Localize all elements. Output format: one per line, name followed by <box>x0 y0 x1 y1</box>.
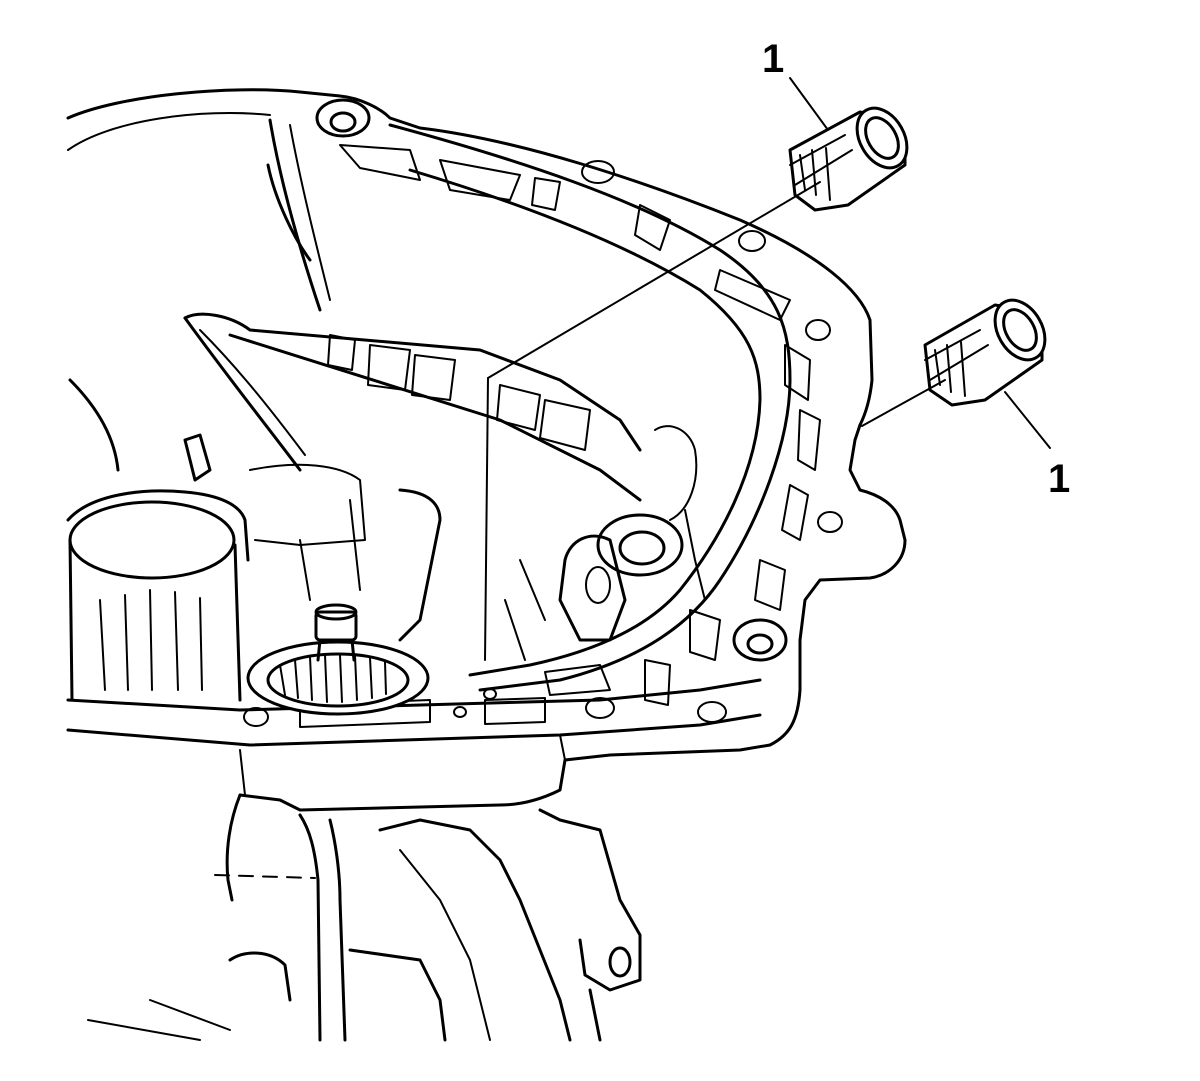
flange-ring <box>243 98 843 728</box>
callout-1-upper: 1 <box>762 37 829 131</box>
callout-1-lower: 1 <box>1004 391 1070 501</box>
callout-leader-line <box>1004 391 1051 449</box>
internal-webs <box>183 118 698 521</box>
shift-shaft-boss <box>504 509 706 661</box>
callout-leader-line <box>789 77 829 131</box>
bushing-upper <box>788 106 909 212</box>
installation-guide-lines <box>484 181 946 661</box>
callout-label: 1 <box>1048 457 1070 501</box>
bushing-lower <box>923 298 1047 407</box>
callout-label: 1 <box>762 37 784 81</box>
housing-outline <box>66 88 907 1042</box>
output-gear <box>246 603 430 716</box>
left-housing-cylinder <box>66 378 442 702</box>
